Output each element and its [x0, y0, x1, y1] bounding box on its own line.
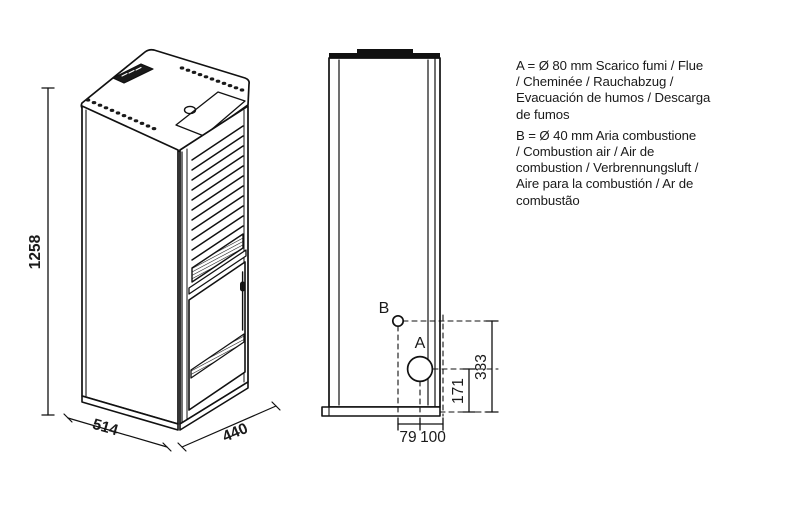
lower-door — [188, 261, 246, 411]
callout-label-b: B — [379, 300, 390, 317]
legend-b-line-3: combustion / Verbrennungsluft / — [516, 160, 699, 176]
legend-b-line-2: / Combustion air / Air de — [516, 144, 655, 160]
dimension-depth-514 — [63, 413, 172, 452]
legend-a-line-2: / Cheminée / Rauchabzug / — [516, 74, 674, 90]
dimension-width-440 — [177, 401, 281, 452]
outlet-a-circle — [406, 355, 434, 383]
legend-item-b: B = Ø 40 mm Aria combustione / Combustio… — [516, 128, 774, 209]
legend-item-b-text: B = Ø 40 mm Aria combustione / Combustio… — [516, 128, 698, 209]
legend-item-a: A = Ø 80 mm Scarico fumi / Flue / Chemin… — [516, 58, 774, 123]
dimension-label-440: 440 — [220, 420, 250, 446]
side-view-body — [321, 49, 441, 417]
legend-b-line-4: Aire para la combustión / Ar de — [516, 176, 694, 192]
dimension-label-333: 333 — [473, 354, 490, 380]
dimension-label-514: 514 — [90, 416, 120, 440]
legend-block: A = Ø 80 mm Scarico fumi / Flue / Chemin… — [516, 58, 774, 211]
dimension-label-79: 79 — [399, 429, 416, 446]
legend-item-a-text: A = Ø 80 mm Scarico fumi / Flue / Chemin… — [516, 58, 710, 123]
dimension-171 — [462, 368, 476, 413]
dimension-label-171: 171 — [450, 378, 467, 404]
legend-b-line-5: combustão — [516, 192, 580, 208]
dimension-333 — [485, 320, 499, 413]
dimension-79-100 — [397, 417, 444, 431]
legend-a-line-1: A = Ø 80 mm Scarico fumi / Flue — [516, 58, 704, 73]
vent-holes-right — [179, 66, 245, 92]
dimension-label-100: 100 — [420, 429, 446, 446]
legend-a-line-4: de fumos — [516, 106, 570, 122]
legend-a-line-3: Evacuación de humos / Descarga — [516, 90, 711, 106]
isometric-stove-body — [80, 48, 251, 431]
callout-label-a: A — [415, 335, 426, 352]
vent-holes-left — [85, 98, 157, 131]
dimension-label-1258: 1258 — [27, 234, 44, 269]
legend-b-line-1: B = Ø 40 mm Aria combustione — [516, 127, 697, 143]
mesh-insert — [191, 233, 244, 283]
outlet-b-circle — [391, 314, 405, 328]
louvre-grille — [191, 125, 244, 261]
dimension-height-1258 — [41, 87, 55, 416]
